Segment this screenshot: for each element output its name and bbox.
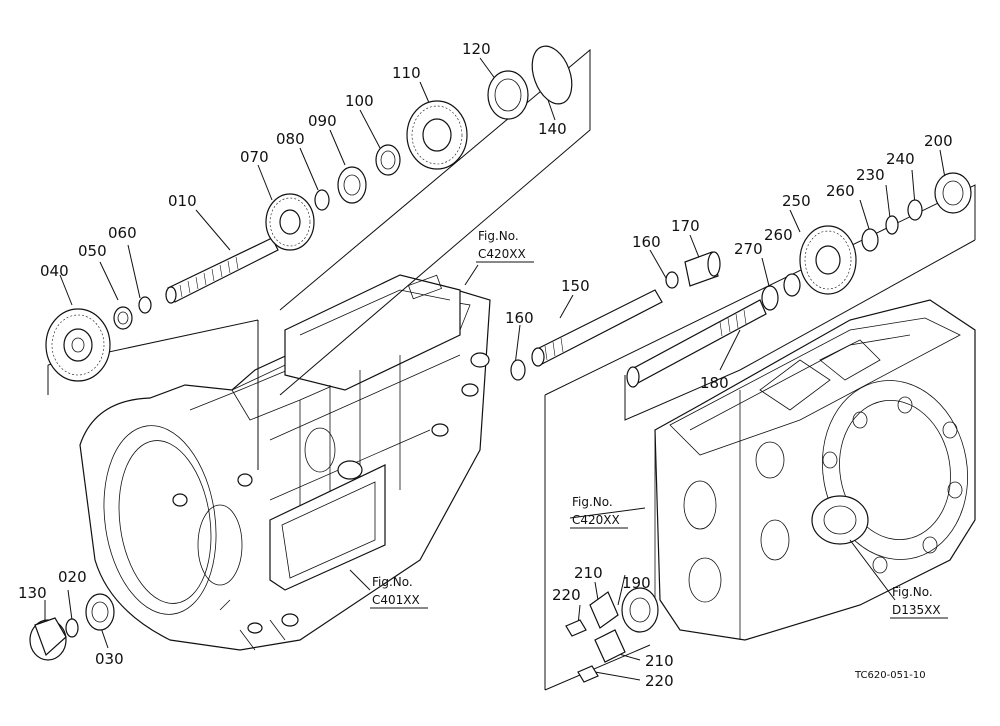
part-040-gear [45,308,111,382]
fig-ref-c420xx-mid-label: Fig.No. [572,495,613,509]
label-270: 270 [734,240,763,258]
label-120: 120 [462,40,491,58]
fig-ref-c420xx-mid-code: C420XX [572,513,620,527]
part-070-gear [265,193,315,251]
part-230-washer [885,215,899,235]
part-number-labels: 010 020 030 040 050 060 070 080 090 100 … [18,40,953,690]
part-150-shaft [531,289,663,367]
part-120-bearing [487,70,529,120]
label-130: 130 [18,584,47,602]
fig-ref-d135xx-code: D135XX [892,603,941,617]
part-060-snap-ring [138,296,152,314]
label-210-upper: 210 [574,564,603,582]
part-160-snap-ring-lower [510,359,526,381]
part-200-bearing [934,172,972,214]
part-090-bearing [337,166,367,204]
label-240: 240 [886,150,915,168]
label-180: 180 [700,374,729,392]
label-080: 080 [276,130,305,148]
label-230: 230 [856,166,885,184]
part-020-snap-ring [65,618,79,638]
part-180-shaft [626,299,767,388]
fig-ref-c401xx-label: Fig.No. [372,575,413,589]
part-260-bearing-upper [861,228,879,252]
label-040: 040 [40,262,69,280]
part-050-washer [113,306,133,330]
part-210-plate-lower [594,629,626,663]
fig-ref-c401xx-code: C401XX [372,593,420,607]
label-260-lower: 260 [764,226,793,244]
part-210-plate-upper [589,591,619,629]
part-250-gear [799,225,857,295]
part-130-cap [29,617,67,661]
label-010: 010 [168,192,197,210]
part-240-snap-ring [907,199,923,221]
part-270-washer [761,285,779,311]
label-260-upper: 260 [826,182,855,200]
label-220-lower: 220 [645,672,674,690]
label-110: 110 [392,64,421,82]
label-100: 100 [345,92,374,110]
drawing-code: TC620-051-10 [854,670,926,681]
label-220-upper: 220 [552,586,581,604]
label-160-upper: 160 [632,233,661,251]
part-010-shaft [165,237,279,304]
label-070: 070 [240,148,269,166]
rear-transmission-case [654,299,976,641]
label-060: 060 [108,224,137,242]
label-050: 050 [78,242,107,260]
fig-ref-c420xx-top-label: Fig.No. [478,229,519,243]
label-170: 170 [671,217,700,235]
label-020: 020 [58,568,87,586]
part-160-snap-ring-upper [665,271,679,289]
label-210-lower: 210 [645,652,674,670]
front-transmission-case [79,274,491,651]
part-170-collar [684,251,721,287]
label-140: 140 [538,120,567,138]
fig-ref-d135xx-label: Fig.No. [892,585,933,599]
label-200: 200 [924,132,953,150]
part-030-bearing [85,593,115,631]
label-150: 150 [561,277,590,295]
label-090: 090 [308,112,337,130]
part-110-gear [406,100,468,170]
part-220-bolt-lower [577,665,599,683]
part-140-snap-ring [531,45,573,105]
part-260-bearing-lower [783,273,801,297]
part-190-oil-seal [621,587,659,633]
label-030: 030 [95,650,124,668]
label-190: 190 [622,574,651,592]
label-160-lower: 160 [505,309,534,327]
leader-lines [44,48,976,691]
fig-ref-c420xx-top-code: C420XX [478,247,526,261]
part-100-bearing [375,144,401,176]
figure-references: Fig.No. C420XX Fig.No. C420XX Fig.No. C4… [370,229,948,619]
label-250: 250 [782,192,811,210]
part-080-snap-ring [314,189,330,211]
part-220-bolt-upper [565,619,587,637]
